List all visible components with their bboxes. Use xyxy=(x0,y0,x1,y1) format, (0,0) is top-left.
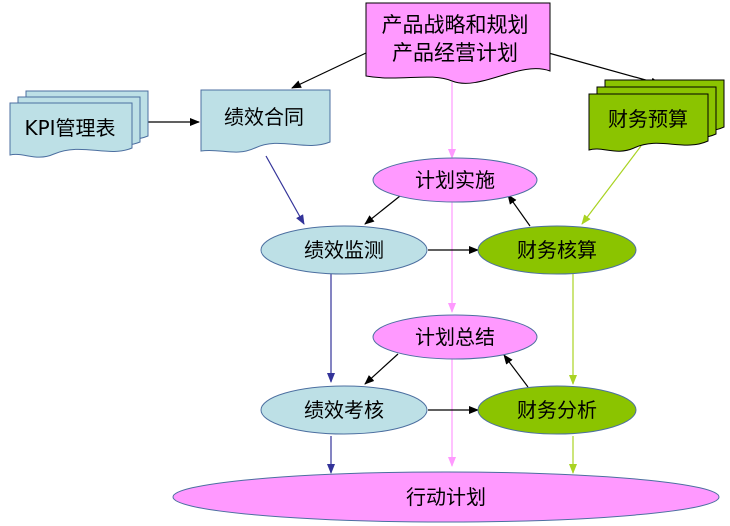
action-plan-label: 行动计划 xyxy=(406,485,486,509)
perf-monitor-node: 绩效监测 xyxy=(260,225,428,275)
strategy-line2: 产品经营计划 xyxy=(392,41,518,65)
plan-summary-label: 计划总结 xyxy=(415,325,495,349)
perf-review-label: 绩效考核 xyxy=(304,398,384,422)
arrow-strategy-to-contract xyxy=(291,52,367,89)
plan-summary-node: 计划总结 xyxy=(372,314,538,360)
action-plan-node: 行动计划 xyxy=(172,471,720,523)
strategy-document: 产品战略和规划 产品经营计划 xyxy=(365,2,551,84)
fin-budget-label: 财务预算 xyxy=(608,107,688,131)
arrow-plan-exec-to-monitor xyxy=(364,195,401,225)
arrow-budget-to-accounting xyxy=(581,145,642,225)
strategy-line1: 产品战略和规划 xyxy=(382,13,529,37)
plan-exec-label: 计划实施 xyxy=(415,168,495,192)
arrow-contract-to-monitor xyxy=(265,155,305,225)
fin-accounting-label: 财务核算 xyxy=(517,238,597,262)
fin-accounting-node: 财务核算 xyxy=(477,225,637,275)
perf-monitor-label: 绩效监测 xyxy=(304,238,384,262)
arrow-analysis-to-plan-summary xyxy=(503,354,529,388)
fin-analysis-label: 财务分析 xyxy=(517,398,597,422)
kpi-table-document: KPI管理表 xyxy=(9,90,149,158)
connectors xyxy=(148,51,661,474)
perf-contract-label: 绩效合同 xyxy=(224,105,304,129)
arrow-accounting-to-plan-exec xyxy=(507,194,531,227)
perf-contract-document: 绩效合同 xyxy=(200,89,331,153)
kpi-table-label: KPI管理表 xyxy=(24,116,115,140)
fin-budget-document: 财务预算 xyxy=(588,79,725,152)
plan-exec-node: 计划实施 xyxy=(372,157,538,203)
arrow-plan-summary-to-review xyxy=(364,353,399,385)
arrow-strategy-to-budget xyxy=(544,51,661,86)
perf-review-node: 绩效考核 xyxy=(260,385,428,435)
fin-analysis-node: 财务分析 xyxy=(477,385,637,435)
